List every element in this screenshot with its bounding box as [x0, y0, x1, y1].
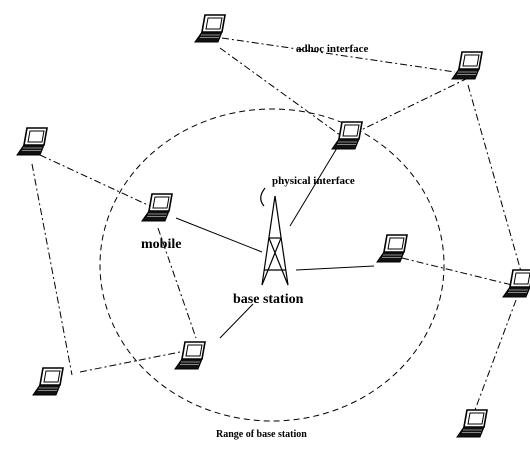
adhoc-link — [31, 163, 73, 376]
base-station-label: base station — [233, 292, 304, 307]
physical-link — [289, 147, 338, 227]
physical-links — [175, 147, 375, 339]
adhoc-links — [31, 37, 523, 419]
base-station-tower — [260, 187, 289, 286]
physical-link — [175, 217, 263, 253]
laptop-icon — [451, 51, 483, 80]
adhoc-link — [356, 77, 469, 133]
physical-interface-label: physical interface — [272, 175, 355, 187]
base-station-range — [99, 108, 445, 422]
mobile-label: mobile — [141, 237, 181, 252]
adhoc-link — [221, 37, 456, 73]
adhoc-link — [401, 257, 513, 286]
laptop-icon — [194, 14, 226, 43]
adhoc-link — [39, 154, 151, 207]
mobile-laptop-icon — [141, 193, 173, 222]
adhoc-link — [157, 227, 197, 339]
laptop-icon — [32, 367, 64, 396]
physical-link — [219, 303, 254, 339]
adhoc-interface-label: adhoc interface — [296, 43, 369, 55]
adhoc-link — [219, 47, 341, 136]
adhoc-link — [79, 349, 191, 373]
laptop-icon — [331, 121, 363, 150]
laptop-icon — [174, 341, 206, 370]
laptop-icon — [456, 409, 488, 438]
range-label: Range of base station — [216, 429, 307, 440]
adhoc-link — [471, 299, 517, 419]
laptop-icon — [16, 127, 48, 156]
adhoc-link — [467, 84, 523, 276]
physical-link — [295, 265, 375, 271]
